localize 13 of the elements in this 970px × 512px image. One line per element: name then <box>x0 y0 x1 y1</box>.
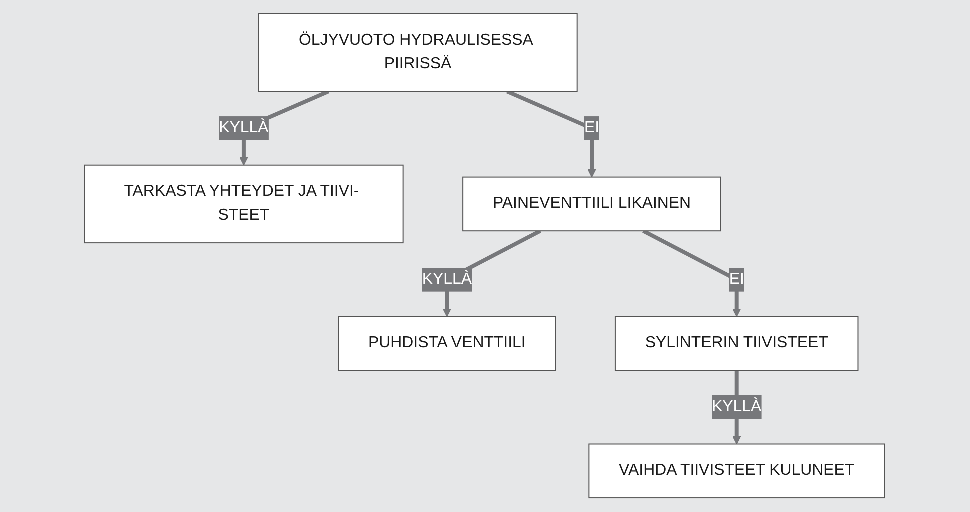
edge-label: KYLLÀ <box>712 398 762 416</box>
node-box: PAINEVENTTIILI LIKAINEN <box>463 176 722 232</box>
edge-label: EI <box>584 120 600 136</box>
node-box: PUHDISTA VENTTIILI <box>338 316 557 372</box>
arrow <box>642 229 742 318</box>
node-box: ÖLJYVUOTO HYDRAULISESSA PIIRISSÄ <box>258 13 578 92</box>
edge-label: EI <box>730 270 745 288</box>
node-box: SYLINTERIN TIIVISTEET <box>615 316 860 372</box>
node-box: TARKASTA YHTEYDET JA TIIVI- STEET <box>84 164 404 244</box>
node-box: VAIHDA TIIVISTEET KULUNEET <box>589 444 886 499</box>
edge-label: KYLLÀ <box>422 270 472 288</box>
edge-label: KYLLÀ <box>220 120 270 136</box>
arrow <box>506 90 597 178</box>
